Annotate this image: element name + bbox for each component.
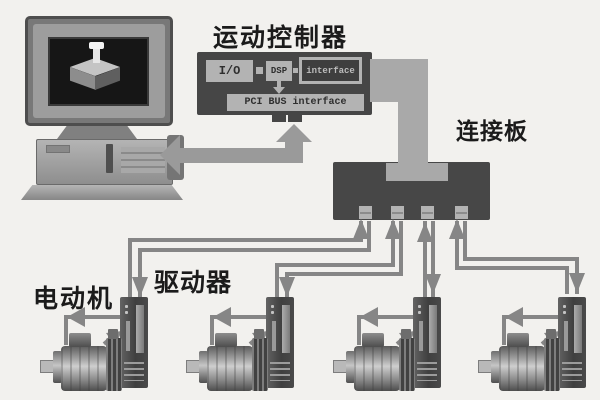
driver-side-panel [574,305,582,353]
motor-rear-fins [544,338,560,391]
dsp-to-bus-arrowhead-icon [273,87,285,94]
driver-led [125,311,128,314]
controller-board-conduit-vertical [398,59,428,165]
driver-vents [124,362,144,381]
board-port-3 [421,206,434,219]
motion-controller-label: 运动控制器 [213,25,349,52]
monitor-stand [57,126,137,139]
bus-link-dot [293,68,298,73]
motor-front-flange [346,351,355,383]
motor-encoder-connector [254,329,264,339]
motor-encoder-connector [401,329,411,339]
servo-unit-3 [293,290,448,400]
motor-junction-box [215,333,237,347]
driver-display-stripe [126,321,130,351]
cable-plug [167,135,184,180]
driver-label: 驱动器 [154,270,233,297]
cad-tool-icon [93,46,100,63]
bus-link-dot [256,67,263,74]
driver-side-panel [282,305,290,353]
driver-led [271,305,274,308]
dsp-block: DSP [266,61,292,81]
motor-front-flange [53,351,62,383]
pci-bus-interface-block: PCI BUS interface [227,94,364,111]
servo-unit-4 [438,290,593,400]
driver-unit [120,297,148,388]
board-port-4 [455,206,468,219]
motor-junction-box [69,333,91,347]
driver-led [563,305,566,308]
motor-junction-box [507,333,529,347]
dsp-to-bus-arrow [277,81,281,88]
controller-board-conduit-foot [386,163,448,181]
motor-body [354,346,400,391]
motor-rear-fins [106,338,122,391]
driver-unit [266,297,294,388]
board-port-1 [359,206,372,219]
motor-label: 电动机 [33,286,115,313]
keyboard [21,185,183,200]
servo-unit-1 [0,290,155,400]
motor-shaft [333,360,347,373]
driver-unit [558,297,586,388]
driver-vents [270,362,290,381]
servo-unit-2 [146,290,301,400]
driver-unit [413,297,441,388]
driver-side-panel [136,305,144,353]
connection-board-label: 连接板 [456,119,528,144]
interface-block: interface [299,57,362,84]
driver-led [271,311,274,314]
board-port-2 [391,206,404,219]
driver-led [563,311,566,314]
case-vent-slot [106,144,113,173]
driver-vents [417,362,437,381]
driver-led [418,311,421,314]
motor-body [499,346,545,391]
motor-rear-fins [399,338,415,391]
motor-shaft [186,360,200,373]
motor-encoder-connector [546,329,556,339]
motor-shaft [40,360,54,373]
driver-vents [562,362,582,381]
driver-display-stripe [272,321,276,351]
motor-junction-box [362,333,384,347]
driver-led [125,305,128,308]
controller-bottom-connector-right [288,115,302,122]
motor-shaft [478,360,492,373]
driver-side-panel [429,305,437,353]
motor-body [207,346,253,391]
motor-body [61,346,107,391]
case-drive-panel [121,147,165,173]
motor-front-flange [199,351,208,383]
cad-model-top-face [70,58,120,76]
motor-encoder-connector [108,329,118,339]
controller-bottom-connector-left [272,115,286,122]
motor-rear-fins [252,338,268,391]
driver-led [418,305,421,308]
cad-tool-cap-icon [89,42,104,49]
driver-display-stripe [419,321,423,351]
floppy-slot [46,145,70,153]
driver-display-stripe [564,321,568,351]
io-block: I/O [206,60,253,82]
motor-front-flange [491,351,500,383]
